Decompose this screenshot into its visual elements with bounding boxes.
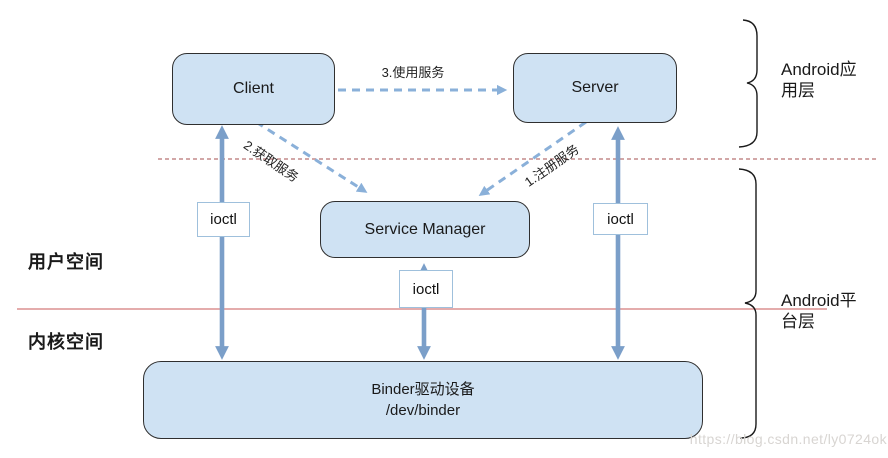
server-ioctl-box: ioctl <box>593 203 648 235</box>
service-manager-node: Service Manager <box>320 201 530 258</box>
kernel-space-label: 内核空间 <box>28 332 104 352</box>
service-manager-node-label: Service Manager <box>364 220 486 238</box>
platform-layer-brace <box>738 168 757 439</box>
client-ioctl-box: ioctl <box>197 202 250 237</box>
app-layer-label: Android应 用层 <box>781 59 857 101</box>
use-service-arrow-label: 3.使用服务 <box>381 65 445 80</box>
client-node-label: Client <box>233 80 274 97</box>
binder-driver-title: Binder驱动设备 <box>371 381 475 398</box>
server-node-label: Server <box>571 79 619 96</box>
register-service-arrow <box>478 120 587 196</box>
platform-layer-label-line1: Android平 <box>781 291 857 310</box>
app-layer-label-line2: 用层 <box>781 81 815 100</box>
server-ioctl-label: ioctl <box>607 210 634 228</box>
client-ioctl-label: ioctl <box>210 211 237 228</box>
platform-layer-label-line2: 台层 <box>781 312 815 331</box>
get-service-arrow <box>255 120 368 193</box>
watermark-text: https://blog.csdn.net/ly0724ok <box>689 431 887 447</box>
user-space-label: 用户空间 <box>28 252 104 272</box>
server-node: Server <box>513 53 677 123</box>
servicemanager-ioctl-label: ioctl <box>412 280 440 298</box>
app-layer-brace <box>738 19 758 148</box>
client-node: Client <box>172 53 335 125</box>
app-layer-label-line1: Android应 <box>781 60 857 79</box>
platform-layer-label: Android平 台层 <box>781 290 857 332</box>
servicemanager-ioctl-box: ioctl <box>399 270 453 308</box>
binder-driver-node: Binder驱动设备 /dev/binder <box>143 361 703 439</box>
binder-driver-path: /dev/binder <box>385 402 461 419</box>
